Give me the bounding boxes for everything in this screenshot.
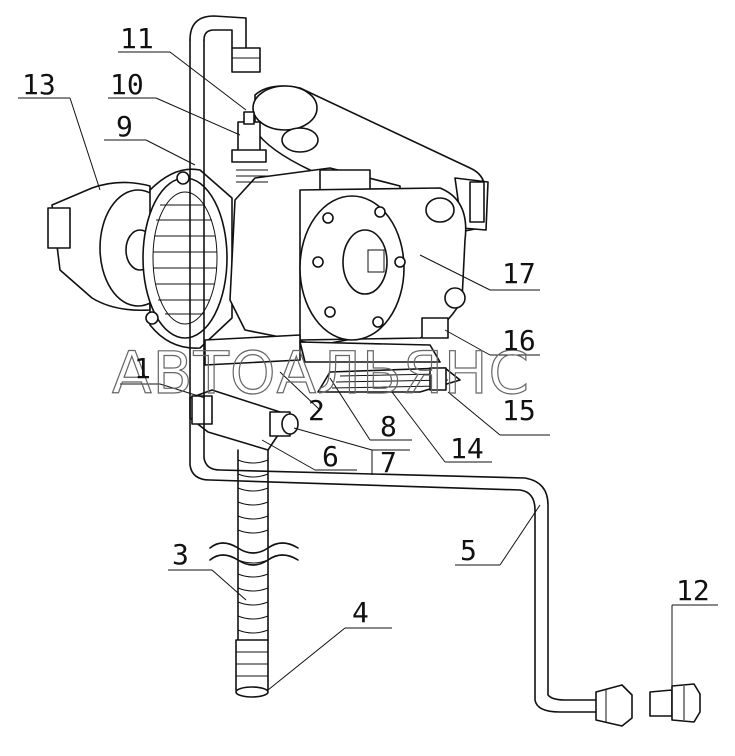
callout-5: 5 (460, 534, 477, 567)
callout-7: 7 (380, 446, 397, 479)
callout-9: 9 (116, 110, 133, 143)
top-studs (231, 111, 268, 183)
impeller-housing (47, 168, 233, 349)
fitting-12 (649, 683, 701, 723)
callout-12: 12 (676, 574, 710, 607)
callout-6: 6 (322, 440, 339, 473)
callout-10: 10 (110, 68, 144, 101)
callout-labels: 11 10 13 9 17 16 1 15 2 8 14 6 7 5 3 12 … (22, 22, 710, 629)
callout-14: 14 (450, 432, 484, 465)
callout-2: 2 (308, 394, 325, 427)
oil-pipe (189, 15, 633, 727)
callout-13: 13 (22, 68, 56, 101)
watermark-text: АВТОАЛЬЯНС (112, 339, 530, 407)
bracket (189, 389, 299, 451)
callout-8: 8 (380, 410, 397, 443)
leader-lines (18, 51, 718, 691)
callout-15: 15 (502, 394, 536, 427)
callout-4: 4 (352, 596, 369, 629)
callout-16: 16 (502, 324, 536, 357)
pump-body (229, 167, 467, 346)
callout-11: 11 (120, 22, 154, 55)
callout-3: 3 (172, 538, 189, 571)
bottom-flange (204, 334, 461, 393)
callout-17: 17 (502, 257, 536, 290)
callout-1: 1 (134, 352, 151, 385)
drain-hose (209, 449, 299, 698)
